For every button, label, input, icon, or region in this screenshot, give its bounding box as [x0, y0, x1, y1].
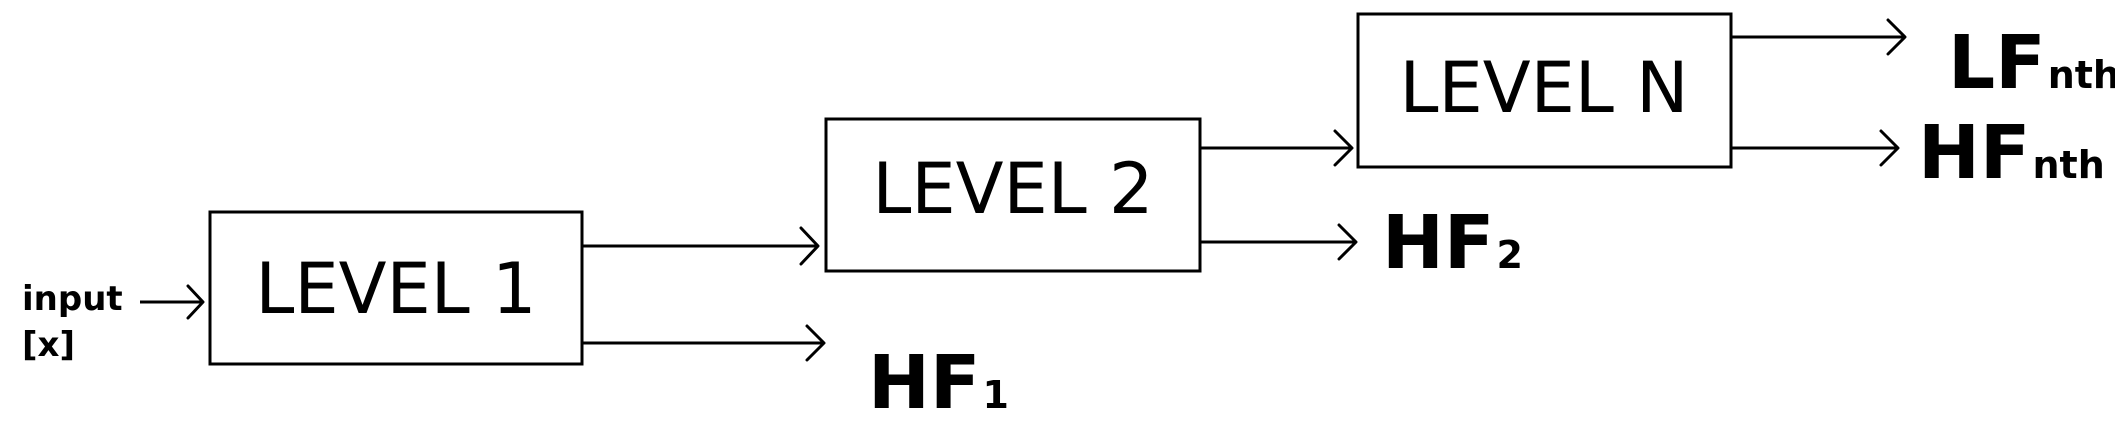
level-n-to-hfn-arrow	[1731, 129, 1900, 167]
level-1-box: LEVEL 1	[208, 210, 584, 366]
hf2-output-label: HF2	[1382, 200, 1523, 286]
input-arrow	[140, 284, 205, 320]
level-2-to-hf2-arrow	[1200, 223, 1358, 261]
level-n-label: LEVEL N	[1400, 47, 1689, 129]
lfn-output-label: LFnth	[1948, 20, 2115, 106]
level-1-to-hf1-arrow	[582, 324, 826, 362]
hfn-output-label: HFnth	[1918, 110, 2105, 196]
input-symbol: [x]	[22, 325, 75, 365]
level-2-to-level-n-arrow	[1200, 129, 1354, 167]
level-2-label: LEVEL 2	[872, 148, 1153, 230]
hf1-output-label: HF1	[868, 340, 1009, 426]
level-n-box: LEVEL N	[1356, 12, 1733, 169]
level-1-to-level-2-arrow	[582, 226, 820, 266]
input-label: input	[22, 279, 123, 319]
level-n-to-lfn-arrow	[1731, 18, 1907, 56]
level-2-box: LEVEL 2	[824, 117, 1202, 273]
level-1-label: LEVEL 1	[255, 248, 536, 330]
